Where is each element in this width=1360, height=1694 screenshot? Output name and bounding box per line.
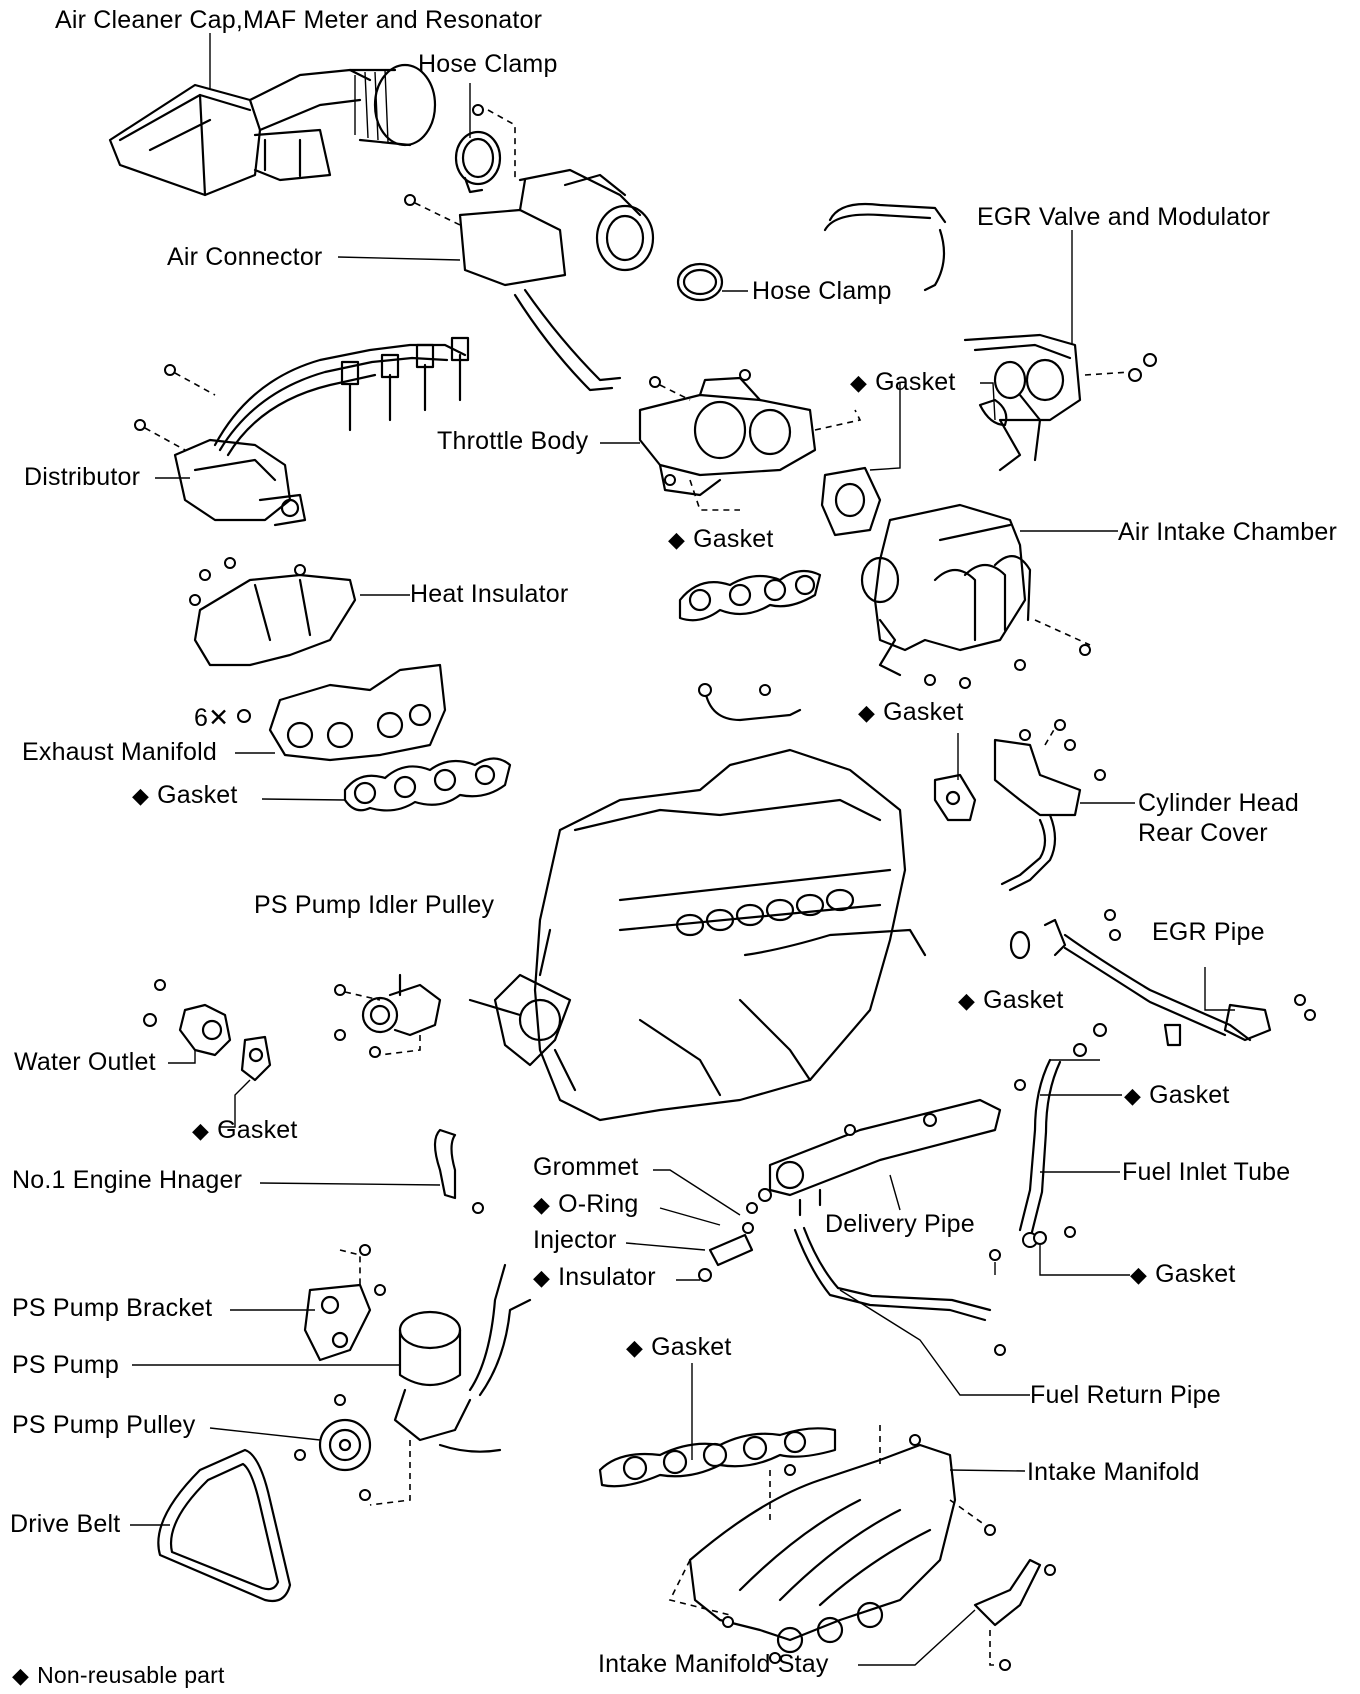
label-gasket-exhaust: ◆ Gasket [132, 783, 238, 808]
oxygen-sensor-drawing [698, 683, 802, 722]
gasket-text: Gasket [983, 986, 1064, 1014]
non-reusable-marker: ◆ [533, 1265, 551, 1290]
non-reusable-marker: ◆ [668, 527, 686, 552]
label-hose-clamp-top: Hose Clamp [418, 50, 558, 78]
non-reusable-marker: ◆ [958, 988, 976, 1013]
label-distributor: Distributor [24, 463, 141, 491]
ps-idler-pulley-drawing [334, 973, 442, 1058]
label-egr-pipe: EGR Pipe [1152, 918, 1265, 946]
label-intake-manifold: Intake Manifold [1027, 1458, 1200, 1486]
label-egr-valve: EGR Valve and Modulator [977, 203, 1271, 231]
engine-hanger-drawing [433, 1128, 484, 1214]
gasket-text: Gasket [1155, 1260, 1236, 1288]
label-o-ring: ◆ O-Ring [533, 1192, 639, 1217]
insulator-text: Insulator [558, 1263, 656, 1291]
intake-4port-gasket-drawing [678, 569, 822, 622]
label-gasket-throttle: ◆ Gasket [668, 527, 774, 552]
non-reusable-marker: ◆ [1124, 1083, 1142, 1108]
label-throttle-body: Throttle Body [437, 427, 589, 455]
intake-gasket-long-drawing [598, 1427, 837, 1488]
non-reusable-marker: ◆ [850, 370, 868, 395]
gasket-text: Gasket [883, 698, 964, 726]
label-heat-insulator: Heat Insulator [410, 580, 569, 608]
hose-clamp-top-drawing [454, 104, 516, 194]
fuel-inlet-tube-drawing [989, 1023, 1107, 1261]
label-intake-manifold-stay: Intake Manifold Stay [598, 1650, 829, 1678]
legend-text: Non-reusable part [37, 1662, 225, 1688]
non-reusable-marker: ◆ [1130, 1262, 1148, 1287]
non-reusable-marker: ◆ [533, 1192, 551, 1217]
water-outlet-drawing [143, 979, 272, 1082]
label-fuel-return-pipe: Fuel Return Pipe [1030, 1381, 1221, 1409]
o-ring-text: O-Ring [558, 1190, 639, 1218]
gasket-text: Gasket [217, 1116, 298, 1144]
throttle-body-drawing [638, 369, 862, 511]
label-drive-belt: Drive Belt [10, 1510, 121, 1538]
leader-lines [130, 33, 1235, 1666]
label-grommet: Grommet [533, 1153, 639, 1181]
non-reusable-marker: ◆ [858, 700, 876, 725]
label-ps-idler-pulley: PS Pump Idler Pulley [254, 891, 495, 919]
intake-manifold-drawing [668, 1425, 996, 1664]
exhaust-manifold-drawing [237, 663, 447, 762]
label-water-outlet: Water Outlet [14, 1048, 156, 1076]
label-gasket-head-rear: ◆ Gasket [858, 700, 964, 725]
label-gasket-egr: ◆ Gasket [850, 370, 956, 395]
egr-pipe-drawing [1009, 909, 1316, 1047]
intake-manifold-stay-drawing [973, 1558, 1056, 1671]
non-reusable-marker: ◆ [12, 1663, 30, 1688]
egr-valve-drawing [823, 202, 1157, 472]
fuel-return-pipe-drawing [793, 1226, 1006, 1356]
label-hose-clamp-mid: Hose Clamp [752, 277, 892, 305]
cylinder-head-rear-cover-drawing [993, 719, 1106, 892]
heat-insulator-drawing [189, 557, 357, 667]
gasket-text: Gasket [157, 781, 238, 809]
label-ps-pump-bracket: PS Pump Bracket [12, 1294, 213, 1322]
label-ps-pump: PS Pump [12, 1351, 120, 1379]
label-gasket-fuel-inlet-top: ◆ Gasket [1124, 1083, 1230, 1108]
non-reusable-marker: ◆ [132, 783, 150, 808]
exhaust-gasket-drawing [343, 757, 512, 812]
distributor-drawing [134, 336, 470, 527]
non-reusable-marker: ◆ [626, 1335, 644, 1360]
air-connector-drawing [404, 168, 655, 392]
label-exhaust-count: 6✕ [194, 704, 230, 732]
label-delivery-pipe: Delivery Pipe [825, 1210, 975, 1238]
gasket-text: Gasket [1149, 1081, 1230, 1109]
label-ps-pump-pulley: PS Pump Pulley [12, 1411, 196, 1439]
label-gasket-water: ◆ Gasket [192, 1118, 298, 1143]
throttle-gasket-drawing [820, 466, 882, 537]
label-gasket-egr-pipe: ◆ Gasket [958, 988, 1064, 1013]
label-fuel-inlet-tube: Fuel Inlet Tube [1122, 1158, 1291, 1186]
air-intake-chamber-drawing [860, 503, 1091, 689]
label-gasket-intake: ◆ Gasket [626, 1335, 732, 1360]
gasket-text: Gasket [651, 1333, 732, 1361]
label-gasket-fuel-inlet-bottom: ◆ Gasket [1130, 1262, 1236, 1287]
label-engine-hanger: No.1 Engine Hnager [12, 1166, 243, 1194]
engine-block-drawing [468, 748, 927, 1122]
label-insulator: ◆ Insulator [533, 1265, 656, 1290]
label-line: Cylinder Head [1138, 789, 1300, 817]
gasket-text: Gasket [693, 525, 774, 553]
delivery-pipe-drawing [698, 1098, 1002, 1282]
air-cleaner-drawing [108, 63, 437, 197]
non-reusable-marker: ◆ [192, 1118, 210, 1143]
legend-non-reusable: ◆ Non-reusable part [12, 1664, 225, 1687]
hose-clamp-mid-drawing [676, 262, 724, 302]
label-exhaust-manifold: Exhaust Manifold [22, 738, 217, 766]
drive-belt-drawing [157, 1448, 292, 1603]
label-line: Rear Cover [1138, 819, 1268, 847]
label-air-connector: Air Connector [167, 243, 323, 271]
ps-pump-drawing [294, 1244, 532, 1506]
label-injector: Injector [533, 1226, 617, 1254]
label-air-cleaner: Air Cleaner Cap,MAF Meter and Resonator [55, 6, 543, 34]
label-air-intake-chamber: Air Intake Chamber [1118, 518, 1337, 546]
gasket-text: Gasket [875, 368, 956, 396]
head-rear-gasket-drawing [933, 773, 977, 822]
